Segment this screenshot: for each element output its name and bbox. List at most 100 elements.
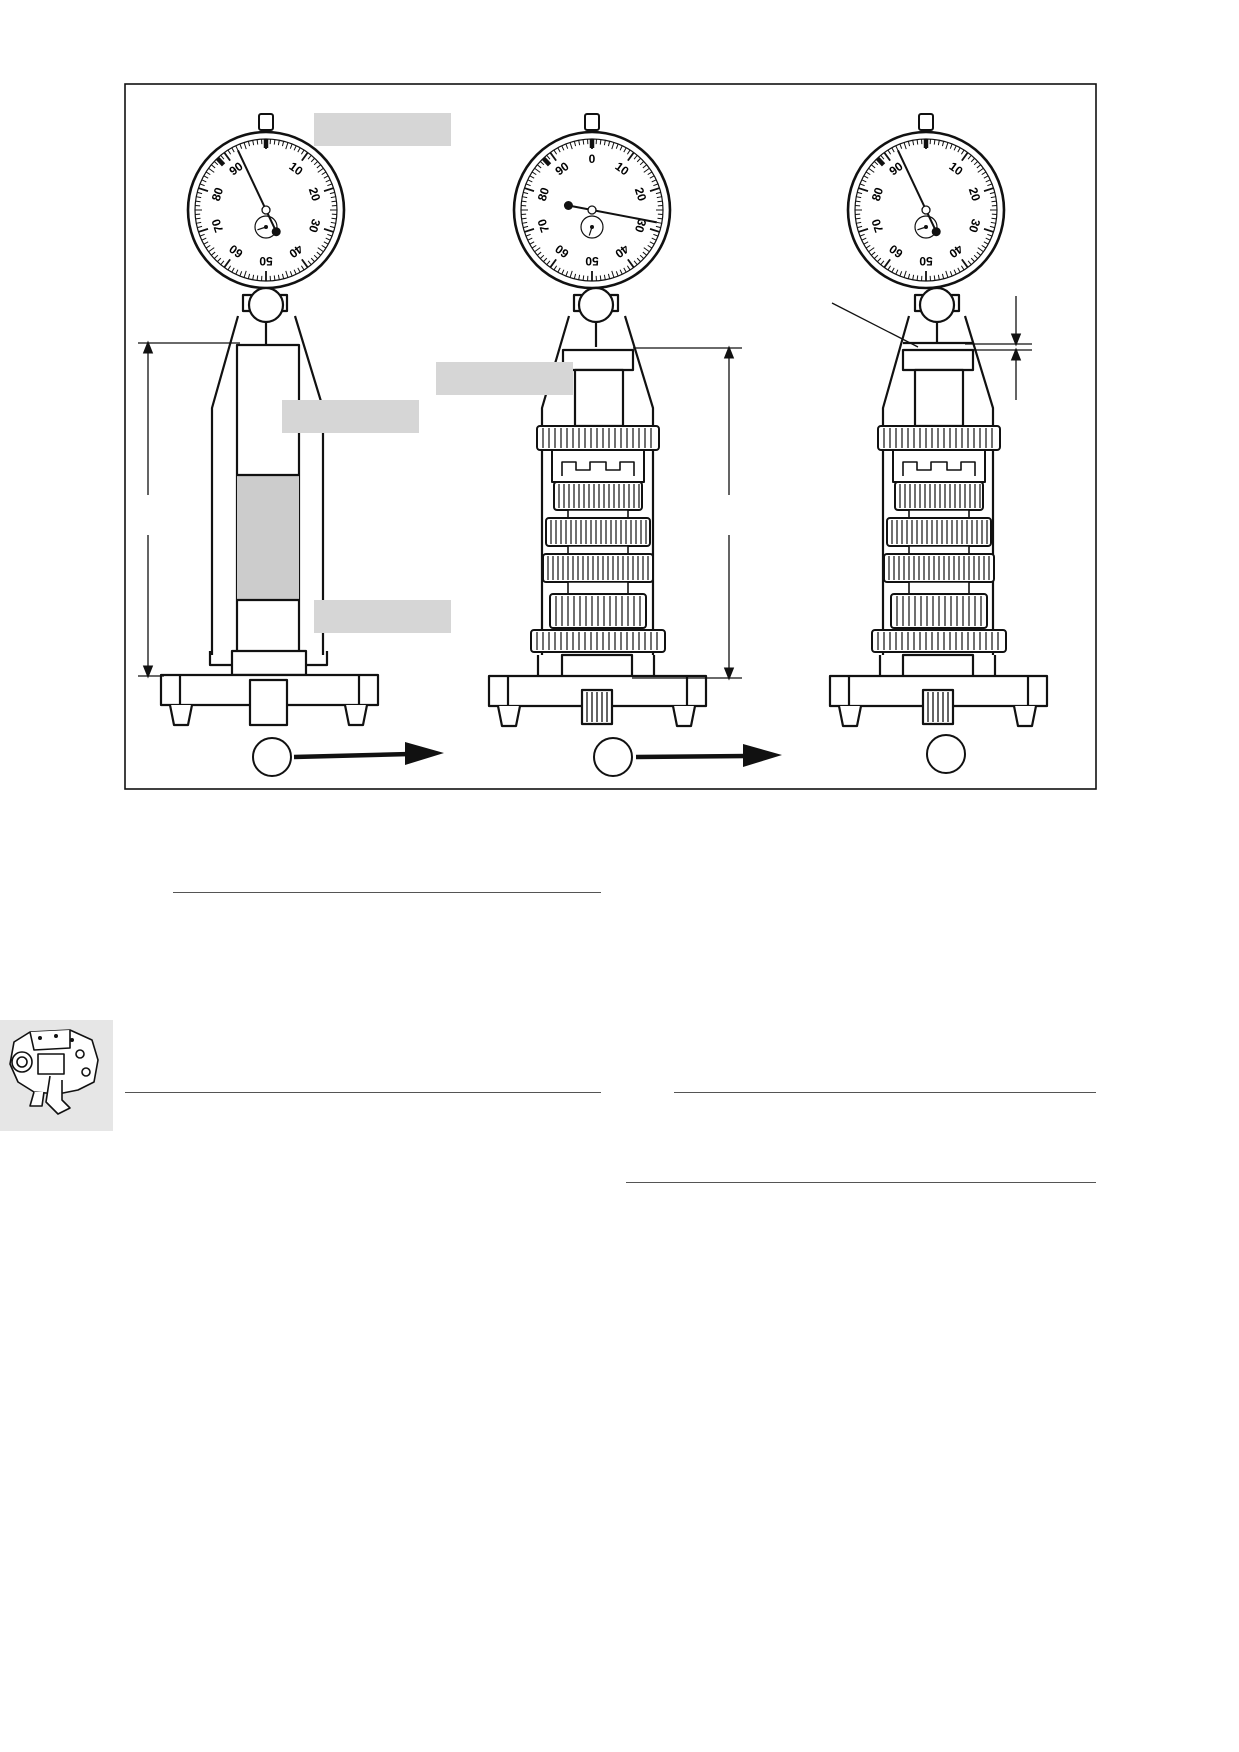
dial-tick (653, 233, 659, 237)
arrow-right-icon (635, 744, 782, 767)
label-box-4 (436, 362, 573, 395)
transmission-thumbnail-icon (9, 1029, 99, 1115)
dial-tick (599, 275, 602, 281)
dial-tick (523, 225, 529, 229)
dial-tick (903, 142, 907, 150)
dial-tick (647, 244, 653, 249)
dial-tick (611, 142, 615, 150)
dial-tick (546, 154, 551, 160)
dial-tick (543, 257, 548, 263)
dial-tick (553, 149, 558, 155)
dial-tick (524, 187, 535, 193)
dial-tick (868, 167, 875, 173)
dial-tick (536, 251, 542, 256)
dial-tick (619, 145, 623, 151)
dial-tick (527, 237, 533, 241)
dial-tick (325, 179, 331, 183)
dial-tick (307, 154, 312, 160)
dial-tick (870, 164, 876, 169)
dial-tick (323, 227, 334, 233)
dial-tick (945, 142, 949, 150)
figure-frame (124, 83, 1097, 790)
dial-tick (653, 183, 659, 187)
dial-tick (213, 254, 219, 259)
dial-tick (607, 273, 611, 279)
dial-tick (231, 267, 235, 273)
dial-scale-label: 20 (966, 186, 984, 203)
dial-tick (639, 161, 645, 166)
dial-tick (656, 196, 662, 199)
dial-tick (855, 217, 861, 220)
dial-tick (331, 217, 337, 220)
dial-tick (534, 247, 541, 253)
dial-tick (639, 254, 645, 259)
dial-tick (217, 257, 222, 263)
dial-tick (873, 254, 879, 259)
dial-tick (549, 258, 557, 268)
dial-scale-label: 0 (589, 152, 596, 166)
dial-tick (313, 254, 319, 259)
dial-tick (243, 142, 247, 150)
dial-tick (603, 140, 606, 146)
dial-tick (953, 145, 957, 151)
dial-tick (657, 200, 663, 203)
dial-tick (195, 200, 201, 203)
dial-tick (636, 257, 641, 263)
dial-tick (626, 265, 631, 271)
dial-tick (856, 196, 862, 199)
dial-tick (522, 196, 528, 199)
dial-tick (961, 152, 969, 162)
dial-tick (198, 187, 209, 193)
dial-tick (220, 154, 225, 160)
dial-tick (991, 200, 997, 203)
dial-tick (235, 145, 239, 151)
arrow-right-icon (293, 742, 444, 765)
dial-tick (252, 140, 255, 146)
dial-scale-label: 70 (535, 217, 553, 234)
dial-tick (970, 257, 975, 263)
dial-tick (863, 175, 869, 179)
dial-tick (197, 191, 203, 195)
dial-tick (887, 149, 892, 155)
dial-tick (561, 145, 565, 151)
dial-tick (983, 175, 989, 179)
dial-pointer (236, 149, 278, 233)
dial-tick (990, 196, 996, 199)
dial-tick (859, 233, 865, 237)
dial-tick (916, 139, 919, 145)
dial-tick (623, 267, 627, 273)
dial-tick (256, 139, 259, 145)
dial-tick (651, 179, 657, 183)
gear-pack (530, 425, 666, 653)
dial-tick (973, 254, 979, 259)
dial-scale-label: 50 (585, 254, 599, 268)
dial-tick (623, 147, 627, 153)
dial-tick (643, 167, 650, 173)
dial-tick (329, 225, 335, 229)
dial-tick (856, 221, 862, 224)
dial-tick (657, 217, 663, 220)
dial-tick (327, 233, 333, 237)
dial-tick (977, 167, 984, 173)
transmission-thumbnail (0, 1020, 113, 1131)
dial-tick (912, 274, 915, 280)
dial-tick (196, 221, 202, 224)
dial-tick (256, 275, 259, 281)
rule-mid-left (125, 1092, 601, 1093)
dial-tick (525, 233, 531, 237)
dial-tick (983, 227, 994, 233)
dial-tick (316, 164, 322, 169)
dial-tick (327, 183, 333, 187)
dial-tick (557, 147, 561, 153)
dial-tick (546, 260, 551, 266)
dial-tick (649, 175, 655, 179)
dial-tick (987, 183, 993, 187)
dial-tick (231, 147, 235, 153)
dial-tick (317, 167, 324, 173)
dial-tick (557, 267, 561, 273)
dial-tick (899, 271, 903, 277)
dial-tick (989, 191, 995, 195)
dial-tick (573, 141, 577, 147)
